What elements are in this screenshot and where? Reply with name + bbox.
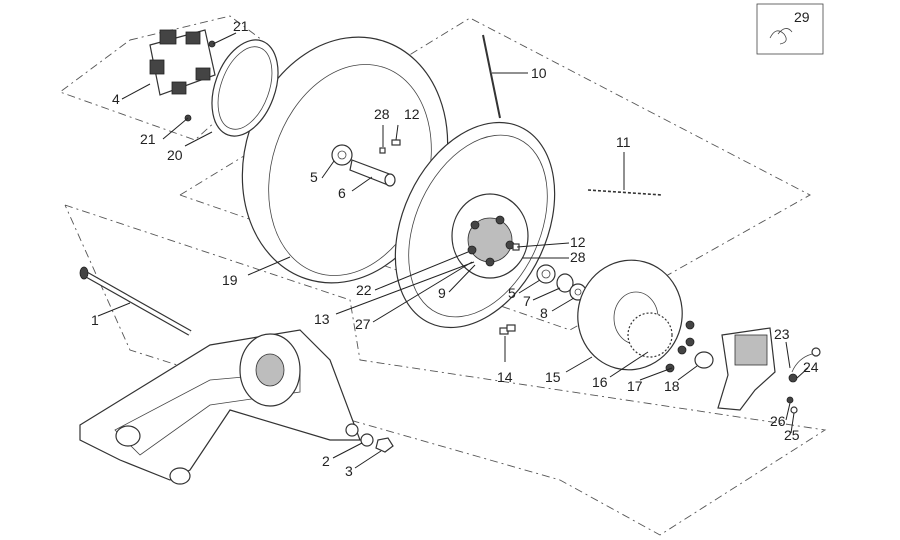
caliper-bracket	[717, 327, 776, 411]
callout-7: 7	[523, 293, 531, 309]
screw-21-top	[208, 40, 216, 48]
callout-1: 1	[91, 312, 99, 328]
callout-5b: 5	[508, 285, 516, 301]
valve-stem-10	[482, 34, 501, 119]
bolt-24	[788, 373, 798, 383]
callout-10: 10	[531, 65, 547, 81]
callout-23: 23	[774, 326, 790, 342]
callout-12a: 12	[404, 106, 420, 122]
kit-box-29	[756, 3, 824, 55]
callout-18: 18	[664, 378, 680, 394]
rim-inner	[408, 134, 548, 318]
circlip-icon	[769, 28, 793, 45]
callout-5a: 5	[310, 169, 318, 185]
kit-box-frame	[756, 3, 824, 55]
callout-21b: 21	[140, 131, 156, 147]
bearing-5-right	[536, 264, 556, 284]
washer-2	[360, 433, 374, 447]
callout-8: 8	[540, 305, 548, 321]
brake-hose-23	[791, 347, 821, 373]
insert-28-upper	[379, 147, 386, 154]
nipple-12-upper	[391, 139, 401, 146]
callout-11: 11	[616, 134, 631, 150]
callout-25: 25	[784, 427, 800, 443]
callout-2: 2	[322, 453, 330, 469]
wheel-axle-1	[79, 266, 192, 336]
leader-lines	[97, 32, 809, 469]
sprocket-ring-20	[211, 39, 279, 137]
cush-drive-damper-4	[149, 29, 216, 96]
washer-25	[790, 406, 798, 414]
callout-13: 13	[314, 311, 330, 327]
bolt-26	[786, 396, 794, 404]
seal-7	[556, 273, 574, 293]
callout-26: 26	[770, 413, 786, 429]
callout-27: 27	[355, 316, 371, 332]
callout-19: 19	[222, 272, 238, 288]
callout-20: 20	[167, 147, 183, 163]
callout-24: 24	[803, 359, 819, 375]
callout-21a: 21	[233, 18, 249, 34]
callout-labels: 1 2 3 4 5 5 6 7 8 9 10 11 12 12 13 14 15…	[91, 9, 819, 479]
callout-28b: 28	[570, 249, 586, 265]
callout-16: 16	[592, 374, 608, 390]
swingarm	[79, 329, 361, 485]
callout-6: 6	[338, 185, 346, 201]
callout-3: 3	[345, 463, 353, 479]
callout-15: 15	[545, 369, 561, 385]
spacer-18	[694, 351, 714, 369]
callout-28a: 28	[374, 106, 390, 122]
nut-3	[375, 437, 394, 453]
damper-group-outline	[59, 15, 263, 141]
callout-4: 4	[112, 91, 120, 107]
callout-17: 17	[627, 378, 643, 394]
callout-9: 9	[438, 285, 446, 301]
callout-12b: 12	[570, 234, 586, 250]
spacer-6	[349, 159, 396, 187]
balance-weight-11	[587, 189, 663, 196]
callout-14: 14	[497, 369, 513, 385]
hardware-14	[499, 324, 516, 335]
bearing-5-left	[331, 144, 353, 166]
callout-29: 29	[794, 9, 810, 25]
brake-disc-15	[577, 259, 683, 371]
callout-22: 22	[356, 282, 372, 298]
